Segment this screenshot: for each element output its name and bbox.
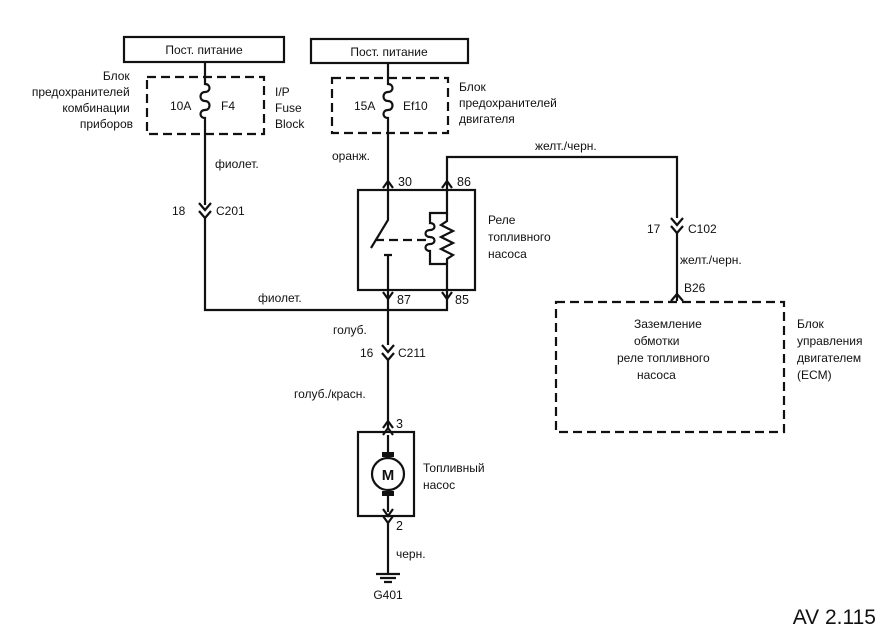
connector-c211-name: C211 — [398, 346, 426, 360]
power-supply-left: Пост. питание — [122, 35, 286, 64]
relay-label: Реле топливного насоса — [488, 213, 554, 261]
relay-pin-86 — [441, 179, 453, 195]
ground-icon — [376, 572, 400, 584]
connector-c201-pin: 18 — [172, 204, 186, 218]
connector-c201-name: C201 — [216, 204, 245, 218]
violet-wire-circuit: фиолет. 18 C201 фиолет. — [172, 134, 449, 312]
svg-text:85: 85 — [455, 293, 469, 307]
connector-c102-name: C102 — [688, 222, 717, 236]
fuse-ef10-symbol — [382, 63, 394, 133]
fuse-ef10-rating: 15A — [354, 99, 375, 113]
ecm-label: Блок управления двигателем (ECM) — [797, 317, 866, 382]
relay-pin-85 — [441, 284, 453, 301]
relay-resistor — [438, 213, 456, 264]
engine-fuse-block: Блок предохранителей двигателя 15A Ef10 — [330, 63, 560, 135]
svg-text:желт./черн.: желт./черн. — [535, 139, 597, 153]
ip-fuse-block-label-en: I/P Fuse Block — [275, 85, 305, 131]
connector-c102-pin: 17 — [647, 222, 661, 236]
ground-g401: черн. G401 — [373, 523, 426, 602]
ip-fuse-block: Блок предохранителей комбинации приборов… — [32, 62, 305, 136]
connector-c211-pin: 16 — [360, 346, 374, 360]
relay-switch-contact — [370, 195, 392, 284]
fuel-pump-relay: 30 86 87 85 Реле топливного насоса — [356, 175, 554, 307]
svg-text:желт./черн.: желт./черн. — [680, 253, 742, 267]
fuse-f4-symbol — [199, 62, 211, 134]
svg-text:2: 2 — [396, 519, 403, 533]
ecm-inner-text: Заземление обмотки реле топливного насос… — [617, 317, 713, 382]
fuel-pump: 3 M 2 Топливный насос — [356, 417, 488, 533]
motor-brush-top — [382, 452, 394, 457]
svg-text:фиолет.: фиолет. — [258, 291, 302, 305]
orange-wire: оранж. — [332, 133, 390, 182]
blue-wire-circuit: голуб. 16 C211 голуб./красн. — [294, 299, 426, 430]
ecm-pin-label: B26 — [684, 281, 706, 295]
yellow-black-wire: желт./черн. 17 C102 желт./черн. B26 — [445, 139, 742, 302]
ground-name: G401 — [373, 588, 403, 602]
svg-text:оранж.: оранж. — [332, 149, 370, 163]
ecm-module: Заземление обмотки реле топливного насос… — [554, 300, 866, 434]
svg-text:Пост. питание: Пост. питание — [165, 43, 243, 57]
connector-c102 — [670, 217, 684, 235]
svg-text:3: 3 — [396, 417, 403, 431]
ip-fuse-block-label-ru: Блок предохранителей комбинации приборов — [32, 69, 133, 131]
fuel-pump-label: Топливный насос — [423, 461, 488, 492]
figure-reference: AV 2.115 — [793, 606, 876, 629]
fuse-f4-name: F4 — [221, 99, 235, 113]
relay-pin-87 — [382, 284, 394, 301]
svg-text:голуб.: голуб. — [333, 323, 367, 337]
svg-text:голуб./красн.: голуб./красн. — [294, 387, 366, 401]
engine-fuse-block-label: Блок предохранителей двигателя — [459, 80, 560, 126]
svg-text:30: 30 — [398, 175, 412, 189]
svg-text:Пост. питание: Пост. питание — [350, 45, 428, 59]
svg-text:M: M — [382, 467, 395, 484]
svg-text:черн.: черн. — [396, 547, 426, 561]
relay-coil — [424, 195, 449, 284]
svg-text:87: 87 — [397, 293, 411, 307]
connector-c211 — [381, 344, 395, 362]
power-supply-right: Пост. питание — [309, 37, 470, 65]
connector-c201 — [198, 202, 212, 220]
ecm-pin-b26 — [670, 292, 684, 302]
svg-text:фиолет.: фиолет. — [215, 157, 259, 171]
motor-brush-bottom — [382, 491, 394, 496]
relay-pin-30 — [382, 179, 394, 195]
motor-icon — [370, 456, 406, 492]
svg-text:86: 86 — [457, 175, 471, 189]
pump-pin-3 — [382, 419, 394, 452]
fuse-ef10-name: Ef10 — [403, 99, 428, 113]
fuse-f4-rating: 10A — [170, 99, 191, 113]
pump-pin-2 — [382, 496, 394, 525]
